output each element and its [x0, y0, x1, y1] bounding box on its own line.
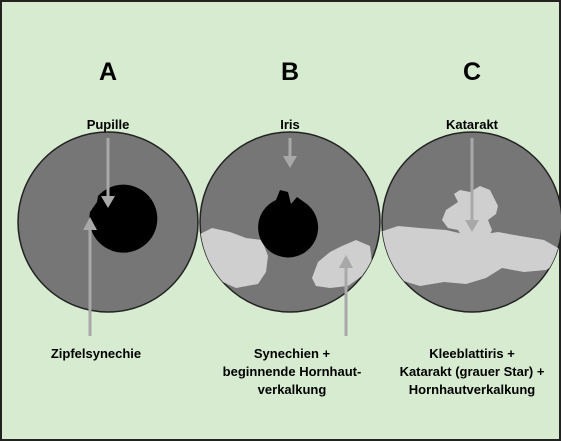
panel-c-bottom-label-3: Hornhautverkalkung [409, 382, 535, 397]
panel-b-bottom-label-3: verkalkung [258, 382, 327, 397]
panel-c-bottom-label-2: Katarakt (grauer Star) + [400, 364, 545, 379]
panel-b-bottom-label-1: Synechien + [254, 346, 331, 361]
panel-a-top-label: Pupille [87, 117, 130, 132]
panel-c-letter: C [463, 58, 481, 86]
panel-c-top-label: Katarakt [446, 117, 499, 132]
panel-b-bottom-label-2: beginnende Hornhaut- [223, 364, 362, 379]
panel-c-bottom-label-1: Kleeblattiris + [429, 346, 515, 361]
pupil-a [89, 185, 157, 253]
panel-b-letter: B [281, 58, 299, 86]
panel-b-top-label: Iris [280, 117, 300, 132]
panel-a-bottom-label-1: Zipfelsynechie [51, 346, 141, 361]
panel-a-letter: A [99, 58, 117, 86]
